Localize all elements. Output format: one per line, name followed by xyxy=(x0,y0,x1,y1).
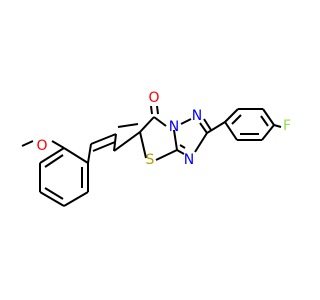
bond-vinyl-double-inner xyxy=(92,141,116,152)
bond-o-aryl xyxy=(51,140,65,149)
bond-n-c2-inner xyxy=(203,118,212,131)
bond-vinyl-single xyxy=(113,133,117,152)
bond-ring1-d-inner xyxy=(44,187,64,200)
bond-exocyclic-double-inner xyxy=(117,123,139,128)
bond-methyl-o xyxy=(21,140,34,147)
bond-c-f xyxy=(273,124,282,128)
bond-ring2-f xyxy=(224,121,238,141)
bond-ring2-c-inner xyxy=(260,115,269,127)
bond-c2-aryl xyxy=(206,121,226,134)
bond-ring1-c xyxy=(63,191,89,207)
thiazolone-ring xyxy=(139,105,178,161)
bond-c5-c6 xyxy=(139,116,155,133)
bond-s-c7a xyxy=(155,149,178,161)
bond-c7a-n-double xyxy=(179,144,186,149)
atom-n-top-right: N xyxy=(192,108,202,124)
bond-c2-n-bottom xyxy=(194,132,208,153)
methoxy-group xyxy=(21,140,65,149)
atom-o-carbonyl: O xyxy=(148,90,159,106)
molecule-structure: O O S N N N F xyxy=(21,90,291,207)
bond-aryl-vinyl xyxy=(87,143,92,164)
propenylidene-linker xyxy=(87,123,141,164)
bond-n-n xyxy=(180,118,192,125)
bond-n-bottom-c7a xyxy=(176,149,185,155)
methoxyphenyl-ring xyxy=(39,147,89,207)
bond-c6-n xyxy=(153,116,167,127)
bond-ring2-a xyxy=(224,108,239,123)
atom-n-bottom: N xyxy=(184,152,194,168)
bond-ring1-f xyxy=(39,147,65,164)
bond-ring1-f-inner xyxy=(44,154,64,168)
atom-f: F xyxy=(283,118,291,134)
atom-n-bridgehead: N xyxy=(169,119,179,135)
bond-ring2-d xyxy=(261,124,275,141)
bond-n-c2 xyxy=(199,122,208,134)
bond-exocyclic-double xyxy=(113,131,141,152)
bond-vinyl-double xyxy=(90,133,117,145)
bond-n-c7a xyxy=(173,129,178,151)
bond-c-o-double-1 xyxy=(150,105,153,115)
triazole-ring xyxy=(173,118,212,155)
atom-o-methoxy: O xyxy=(36,138,47,154)
bond-ring2-c xyxy=(262,108,275,126)
bond-ring1-a xyxy=(63,147,89,164)
bond-c5-s xyxy=(139,131,147,159)
fluorophenyl-ring xyxy=(206,108,282,141)
bond-ring1-d xyxy=(39,191,65,207)
bond-c-o-double-2 xyxy=(156,105,159,115)
bond-ring2-a-inner xyxy=(231,114,242,125)
atom-s: S xyxy=(146,152,155,168)
structure-canvas: O O S N N N F xyxy=(21,90,292,207)
